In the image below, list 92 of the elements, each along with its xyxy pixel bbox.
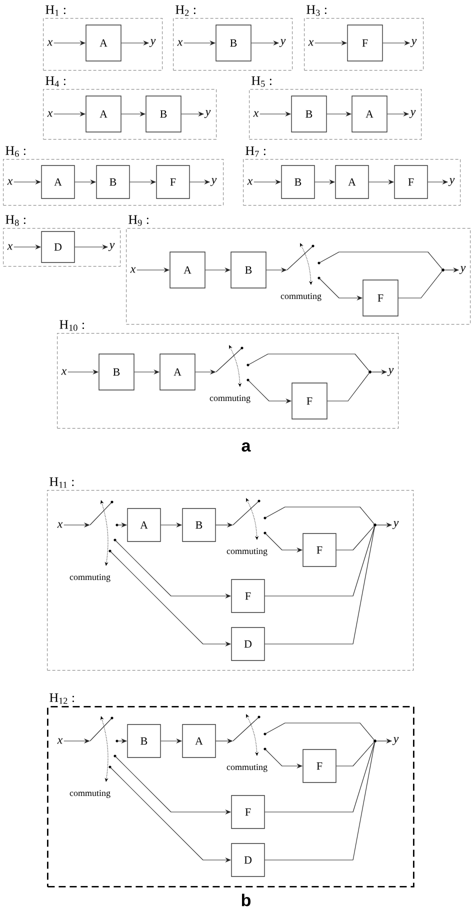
connector-line	[336, 526, 374, 550]
block-box: F	[347, 24, 383, 62]
signal-label: x	[57, 522, 63, 528]
switch-caption: commuting	[210, 395, 250, 403]
switch-symbol	[90, 716, 118, 782]
signal-label: y	[387, 368, 394, 376]
block-box: A	[352, 96, 388, 132]
block-box: B	[281, 165, 315, 199]
panel-letter: b	[242, 894, 250, 906]
block-box: D	[41, 231, 75, 263]
signal-label: x	[308, 40, 314, 46]
panel-heading: H$_{2}$ :	[176, 5, 196, 16]
block-box: A	[170, 252, 206, 288]
signal-label: y	[108, 242, 115, 252]
block-box: B	[96, 165, 130, 199]
block-box: F	[302, 749, 336, 783]
block-box: F	[231, 795, 265, 829]
block-box: F	[292, 382, 328, 420]
signal-label: y	[392, 736, 399, 746]
connector-line	[248, 354, 370, 371]
block-box: F	[156, 165, 190, 199]
block-box: F	[362, 280, 398, 316]
panel-heading: H$_{7}$ :	[246, 146, 266, 157]
signal-label: x	[130, 267, 136, 273]
switch-caption: commuting	[226, 764, 268, 772]
block-box: A	[127, 508, 161, 542]
connector-line	[318, 252, 442, 269]
signal-label: y	[448, 178, 455, 186]
panel-heading: H$_{6}$ :	[6, 146, 26, 157]
connector-line	[264, 506, 374, 524]
panel-heading: H$_{3}$ :	[306, 5, 326, 16]
signal-label: y	[392, 520, 399, 530]
switch-caption: commuting	[280, 293, 322, 301]
block-box: A	[86, 24, 122, 62]
signal-label: y	[279, 38, 286, 48]
block-box: D	[231, 843, 265, 877]
panel-letter: a	[242, 442, 251, 452]
panel-heading: H$_{1}$ :	[46, 5, 66, 16]
block-box: B	[98, 354, 134, 390]
switch-symbol	[90, 500, 118, 566]
signal-label: x	[47, 40, 53, 46]
block-box: B	[230, 252, 266, 288]
signal-label: y	[459, 266, 466, 274]
connector-line	[398, 271, 442, 298]
block-box: A	[182, 724, 216, 758]
block-box: D	[231, 627, 265, 661]
signal-label: x	[7, 244, 13, 250]
signal-label: x	[7, 179, 13, 185]
block-box: B	[182, 508, 216, 542]
block-box: F	[231, 579, 265, 613]
connector-line	[264, 526, 375, 644]
switch-caption: commuting	[226, 548, 268, 556]
connector-line	[264, 742, 375, 812]
panel-heading: H$_{9}$ :	[128, 215, 148, 226]
switch-caption: commuting	[70, 790, 110, 798]
block-box: F	[302, 533, 336, 567]
panel-heading: H$_{12}$ :	[50, 693, 74, 704]
block-box: F	[394, 165, 428, 199]
panel-heading: H$_{5}$ :	[252, 76, 272, 87]
block-box: A	[160, 354, 196, 390]
block-box: A	[335, 165, 369, 199]
signal-label: x	[47, 111, 53, 117]
connector-line	[264, 742, 375, 860]
block-box: B	[291, 96, 327, 132]
signal-label: x	[61, 369, 67, 375]
signal-label: x	[253, 111, 259, 117]
switch-symbol	[286, 243, 320, 285]
connector-line	[264, 722, 374, 740]
signal-label: x	[177, 40, 183, 46]
signal-label: y	[210, 178, 217, 186]
block-box: A	[86, 96, 122, 132]
signal-label: y	[409, 110, 416, 118]
panel-heading: H$_{8}$ :	[6, 215, 26, 226]
connector-line	[264, 526, 375, 596]
block-box: B	[127, 724, 161, 758]
block-box: A	[41, 165, 75, 199]
signal-label: y	[149, 38, 156, 48]
signal-label: x	[247, 179, 253, 185]
switch-symbol	[232, 714, 266, 756]
switch-symbol	[232, 498, 266, 540]
panel-heading: H$_{4}$ :	[46, 76, 66, 87]
connector-line	[336, 742, 374, 766]
panel-heading: H$_{11}$ :	[50, 477, 74, 488]
switch-symbol	[216, 345, 250, 387]
panel-heading: H$_{10}$ :	[60, 320, 84, 331]
signal-label: y	[204, 110, 211, 118]
signal-label: x	[57, 738, 63, 744]
connector-line	[327, 373, 370, 402]
switch-caption: commuting	[70, 574, 110, 582]
block-box: B	[146, 96, 182, 132]
block-box: B	[216, 24, 252, 62]
signal-label: y	[410, 38, 417, 48]
